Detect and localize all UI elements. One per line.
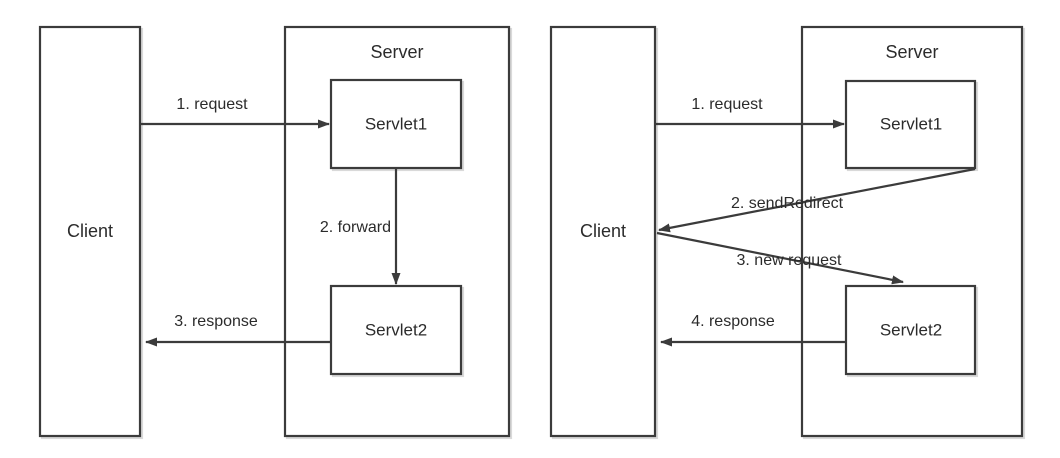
client-label: Client — [67, 221, 113, 241]
client-label: Client — [580, 221, 626, 241]
edge-response-label: 4. response — [691, 313, 775, 330]
client-box[interactable] — [38, 25, 142, 438]
edge-sendredirect-arrow — [658, 167, 976, 233]
diagram-forward: Client Server Servlet1 Servlet2 1. reque… — [38, 25, 513, 440]
servlet2-box[interactable] — [329, 284, 463, 376]
edge-forward-label: 2. forward — [320, 219, 391, 236]
servlet1-box[interactable] — [329, 78, 463, 170]
edge-request-label: 1. request — [176, 96, 248, 113]
servlet1-label: Servlet1 — [880, 114, 942, 133]
diagram-redirect: Client Server Servlet1 Servlet2 1. reque… — [549, 25, 1026, 440]
servlet1-label: Servlet1 — [365, 114, 427, 133]
server-label: Server — [885, 42, 938, 62]
servlet1-box[interactable] — [844, 79, 977, 170]
edge-response-label: 3. response — [174, 313, 258, 330]
client-box[interactable] — [549, 25, 657, 438]
servlet2-label: Servlet2 — [880, 320, 942, 339]
server-label: Server — [370, 42, 423, 62]
edge-sendredirect-label: 2. sendRedirect — [731, 195, 844, 212]
edge-newrequest-label: 3. new request — [737, 252, 843, 269]
edge-request-label: 1. request — [691, 96, 763, 113]
servlet2-box[interactable] — [844, 284, 977, 376]
servlet2-label: Servlet2 — [365, 320, 427, 339]
edge-newrequest-arrow — [656, 231, 904, 285]
